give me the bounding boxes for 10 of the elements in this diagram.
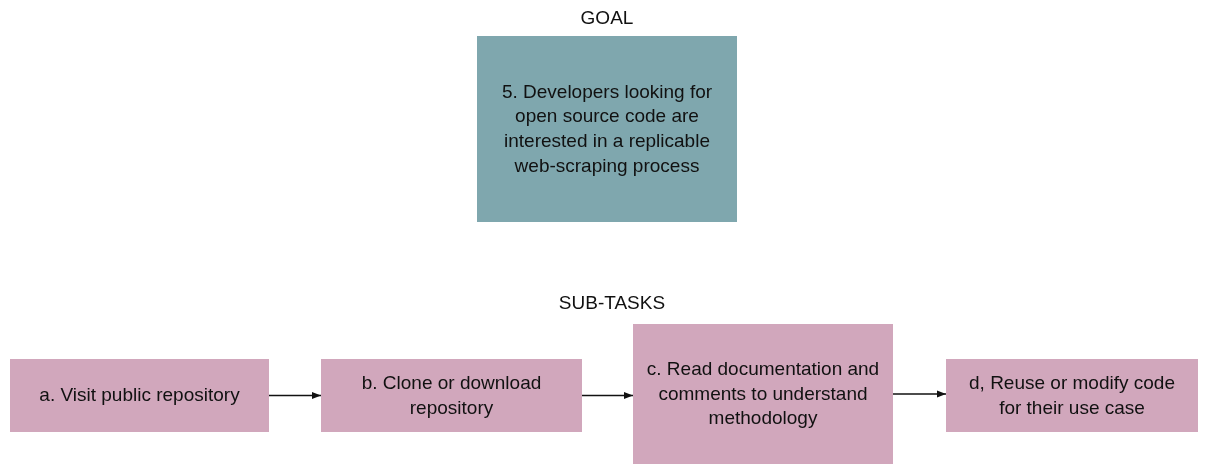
arrow — [581, 391, 634, 400]
box-heading: GOAL — [580, 6, 634, 30]
task-box: b. Clone or download repository — [321, 359, 582, 432]
arrow — [268, 391, 322, 400]
task-box: d, Reuse or modify code for their use case — [946, 359, 1198, 432]
section-heading: SUB-TASKS — [558, 292, 666, 314]
arrow — [892, 390, 947, 398]
box-text: 5. Developers looking for open source code are interested in a replicable web-scraping process — [500, 79, 714, 178]
task-box: c. Read documentation and comments to understand methodology — [633, 324, 893, 464]
task-box: a. Visit public repository — [10, 359, 269, 432]
